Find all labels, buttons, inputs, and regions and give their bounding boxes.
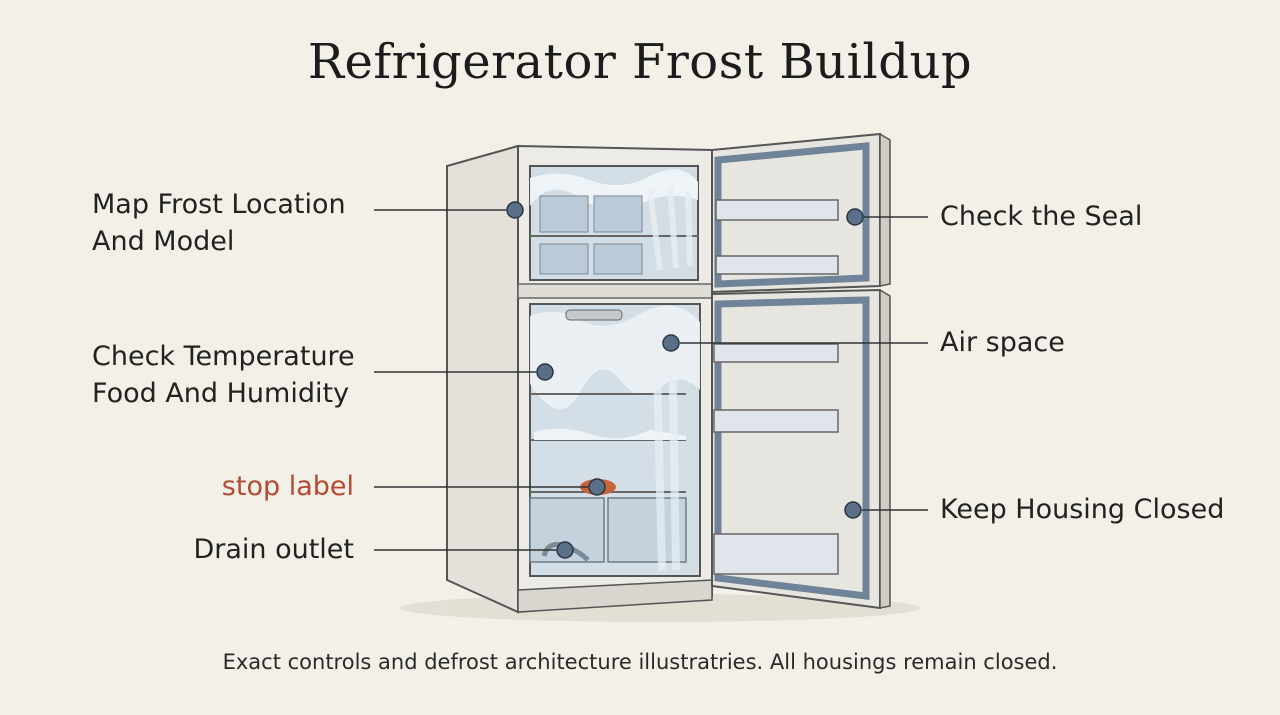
label-map-frost-location: Map Frost Location And Model	[92, 189, 346, 257]
label-check-the-seal: Check the Seal	[940, 201, 1143, 232]
label-check-temperature: Check Temperature Food And Humidity	[92, 341, 355, 409]
marker-drain-outlet	[556, 541, 574, 559]
marker-check-temp	[536, 363, 554, 381]
marker-check-seal	[846, 208, 864, 226]
label-keep-housing-closed: Keep Housing Closed	[940, 494, 1225, 525]
label-stop-label: stop label	[221, 471, 354, 502]
label-air-space: Air space	[940, 327, 1065, 358]
marker-air-space	[662, 334, 680, 352]
marker-stop-label	[588, 478, 606, 496]
page-title: Refrigerator Frost Buildup	[307, 34, 973, 90]
label-drain-outlet: Drain outlet	[193, 534, 354, 565]
fresh-food-compartment	[529, 303, 701, 577]
fresh-food-door	[711, 288, 891, 610]
freezer-door	[711, 132, 891, 294]
marker-map-frost	[506, 201, 524, 219]
caption: Exact controls and defrost architecture …	[222, 650, 1058, 674]
marker-keep-closed	[844, 501, 862, 519]
freezer-compartment	[529, 165, 699, 281]
